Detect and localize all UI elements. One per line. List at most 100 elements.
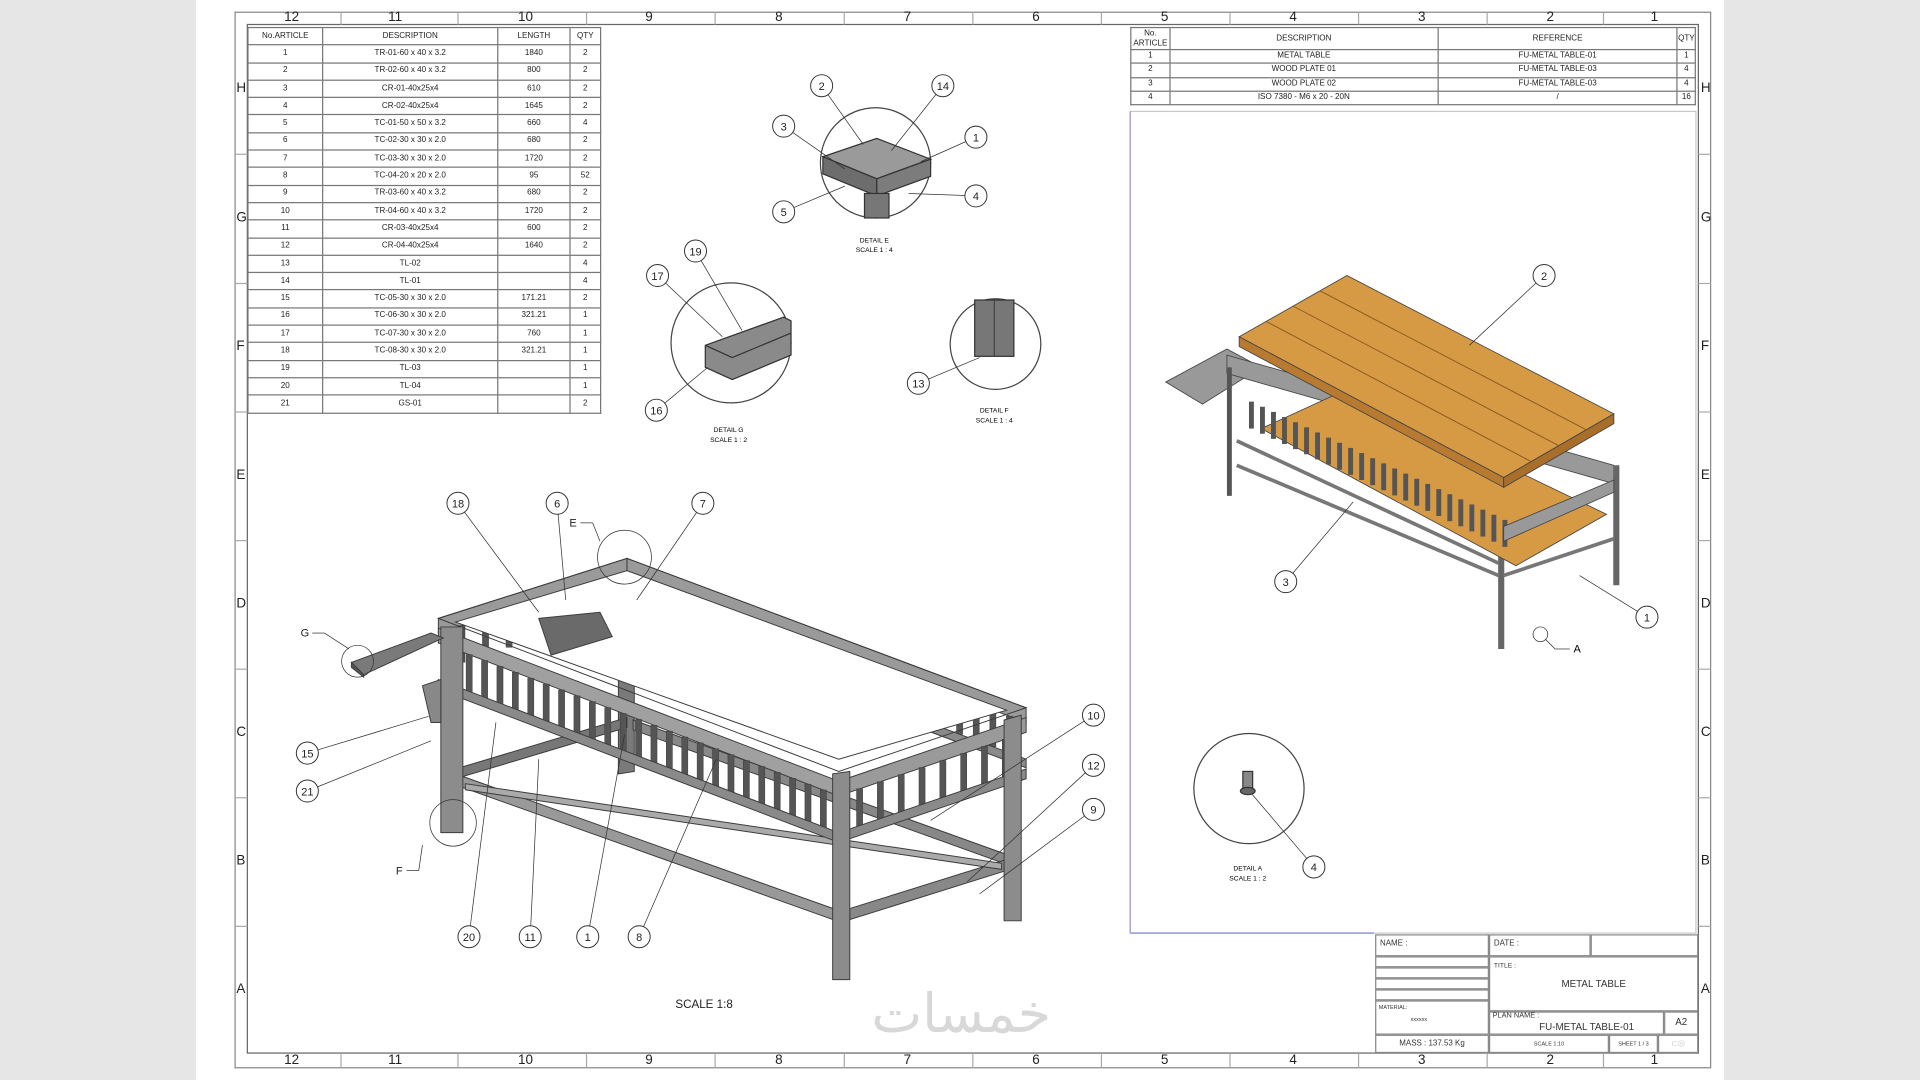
main-isometric-view bbox=[350, 557, 1028, 981]
slat bbox=[743, 760, 750, 801]
table-cell: 2 bbox=[569, 79, 602, 99]
balloon-label: 16 bbox=[650, 405, 662, 417]
slat bbox=[666, 730, 673, 771]
balloon-label: 2 bbox=[1541, 271, 1547, 283]
detail-marker-label: G bbox=[301, 628, 310, 640]
zone-column-label: 8 bbox=[775, 1053, 783, 1068]
balloon-label: 10 bbox=[1087, 710, 1099, 722]
zone-column-label: 11 bbox=[388, 1053, 403, 1068]
zone-row-label: B bbox=[236, 853, 246, 869]
table-cell: 2 bbox=[569, 237, 602, 256]
table-cell: TC-07-30 x 30 x 2.0 bbox=[322, 324, 499, 344]
balloon-label: 19 bbox=[689, 246, 701, 258]
balloon: 6 bbox=[545, 491, 569, 601]
slat bbox=[696, 742, 704, 783]
slat bbox=[1348, 447, 1354, 475]
zone-row-label: C bbox=[1700, 724, 1711, 740]
balloon: 20 bbox=[457, 722, 497, 949]
detail-e-view: DETAIL E SCALE 1 : 4 bbox=[819, 107, 933, 254]
table-cell: 2 bbox=[569, 149, 602, 169]
balloon: 3 bbox=[1274, 501, 1354, 594]
table-cell: 1 bbox=[1130, 48, 1171, 65]
balloon: 9 bbox=[979, 797, 1105, 895]
balloon-label: 20 bbox=[463, 932, 475, 944]
detail-f-scale: SCALE 1 : 4 bbox=[976, 417, 1013, 424]
balloon: 1 bbox=[920, 125, 988, 162]
slat bbox=[773, 772, 781, 812]
detail-a-view: DETAIL A SCALE 1 : 2 bbox=[1193, 732, 1305, 882]
zone-row-label: H bbox=[236, 80, 247, 96]
table-cell: 2 bbox=[569, 131, 602, 151]
date-cell: DATE : bbox=[1488, 934, 1591, 957]
slat bbox=[527, 677, 535, 718]
zone-column-label: 10 bbox=[517, 1053, 533, 1068]
zone-row-label: D bbox=[236, 596, 247, 612]
balloon: 5 bbox=[772, 185, 846, 224]
slat bbox=[758, 766, 766, 806]
table-cell: 1 bbox=[1676, 48, 1696, 65]
balloon: 15 bbox=[295, 715, 429, 765]
slat bbox=[1491, 514, 1497, 542]
zone-column-label: 5 bbox=[1160, 9, 1169, 25]
slat bbox=[1304, 427, 1309, 455]
zone-column-label: 9 bbox=[645, 1053, 653, 1068]
slat bbox=[542, 683, 550, 724]
balloon: 3 bbox=[772, 114, 846, 170]
balloon-label: 1 bbox=[1644, 612, 1650, 624]
material-value: xxxxxx bbox=[1410, 1016, 1428, 1023]
slat bbox=[897, 774, 905, 815]
detail-f-view: DETAIL F SCALE 1 : 4 bbox=[949, 298, 1042, 424]
slat bbox=[981, 746, 988, 786]
zone-column-label: 4 bbox=[1289, 1053, 1297, 1068]
zone-column-label: 6 bbox=[1032, 9, 1040, 25]
name-cell: NAME : bbox=[1375, 934, 1489, 957]
table-cell: TC-03-30 x 30 x 2.0 bbox=[322, 149, 499, 169]
table-cell: 2 bbox=[569, 44, 602, 64]
drawing-scale: SCALE 1:10 bbox=[1488, 1034, 1609, 1054]
table-cell: 1645 bbox=[497, 96, 571, 116]
balloon-label: 8 bbox=[636, 932, 642, 944]
zone-row-label: F bbox=[1700, 339, 1710, 354]
balloon: 4 bbox=[908, 184, 988, 208]
balloon-label: 6 bbox=[554, 499, 560, 511]
slat bbox=[481, 660, 488, 700]
balloon: 19 bbox=[684, 239, 743, 331]
balloon-label: 1 bbox=[585, 932, 591, 944]
detail-marker: G bbox=[301, 628, 374, 678]
table-cell: 1 bbox=[247, 44, 324, 64]
balloon: 2 bbox=[1469, 264, 1556, 346]
mass-value: MASS : 137.53 Kg bbox=[1375, 1034, 1489, 1054]
zone-row-label: F bbox=[236, 339, 245, 354]
table-cell: 1720 bbox=[497, 149, 571, 169]
slat bbox=[1392, 468, 1398, 496]
table-cell: 7 bbox=[247, 149, 324, 169]
balloon: 8 bbox=[627, 759, 717, 949]
slat bbox=[1480, 509, 1486, 537]
slat bbox=[820, 789, 827, 830]
zone-row-label: B bbox=[1700, 853, 1710, 869]
material-cell: MATERIAL:xxxxxx bbox=[1375, 1000, 1489, 1035]
slat bbox=[650, 725, 658, 765]
zone-column-label: 12 bbox=[284, 1053, 300, 1068]
balloon: 17 bbox=[646, 264, 723, 338]
slat bbox=[1337, 442, 1343, 470]
table-cell: TC-05-30 x 30 x 2.0 bbox=[322, 289, 499, 309]
slat bbox=[1414, 478, 1420, 506]
date-label: DATE : bbox=[1493, 939, 1519, 948]
slat bbox=[727, 754, 735, 795]
balloon-label: 13 bbox=[912, 379, 924, 391]
balloon-label: 18 bbox=[452, 499, 464, 511]
detail-marker-label: E bbox=[569, 518, 576, 530]
balloon-label: 4 bbox=[1311, 862, 1317, 874]
zone-column-label: 3 bbox=[1417, 9, 1426, 25]
